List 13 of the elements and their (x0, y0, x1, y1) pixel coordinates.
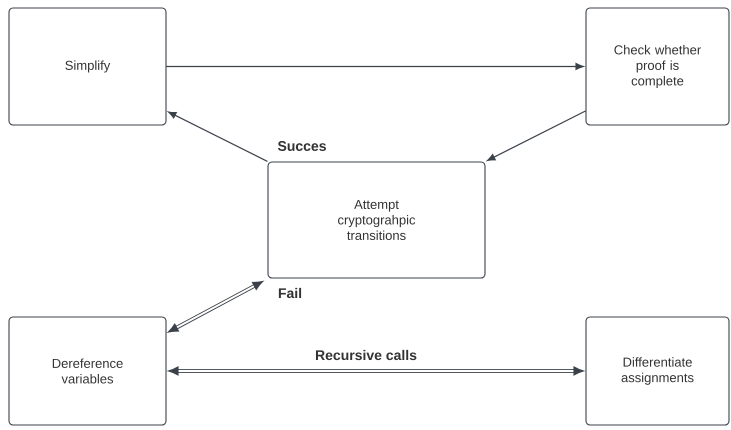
arrow (168, 111, 268, 162)
process-box: Dereference variables (8, 316, 167, 426)
process-box: Simplify (8, 7, 167, 126)
edge-label: Fail (276, 286, 304, 300)
edge-label: Recursive calls (314, 348, 418, 362)
process-box: Differentiate assignments (585, 316, 730, 426)
arrow (166, 62, 584, 70)
edge-label: Succes (276, 140, 328, 152)
process-box: Attempt cryptograhpic transitions (267, 161, 486, 279)
arrow (168, 366, 584, 376)
arrow (168, 280, 264, 333)
process-box: Check whether proof is complete (585, 7, 730, 126)
arrow (487, 110, 586, 161)
